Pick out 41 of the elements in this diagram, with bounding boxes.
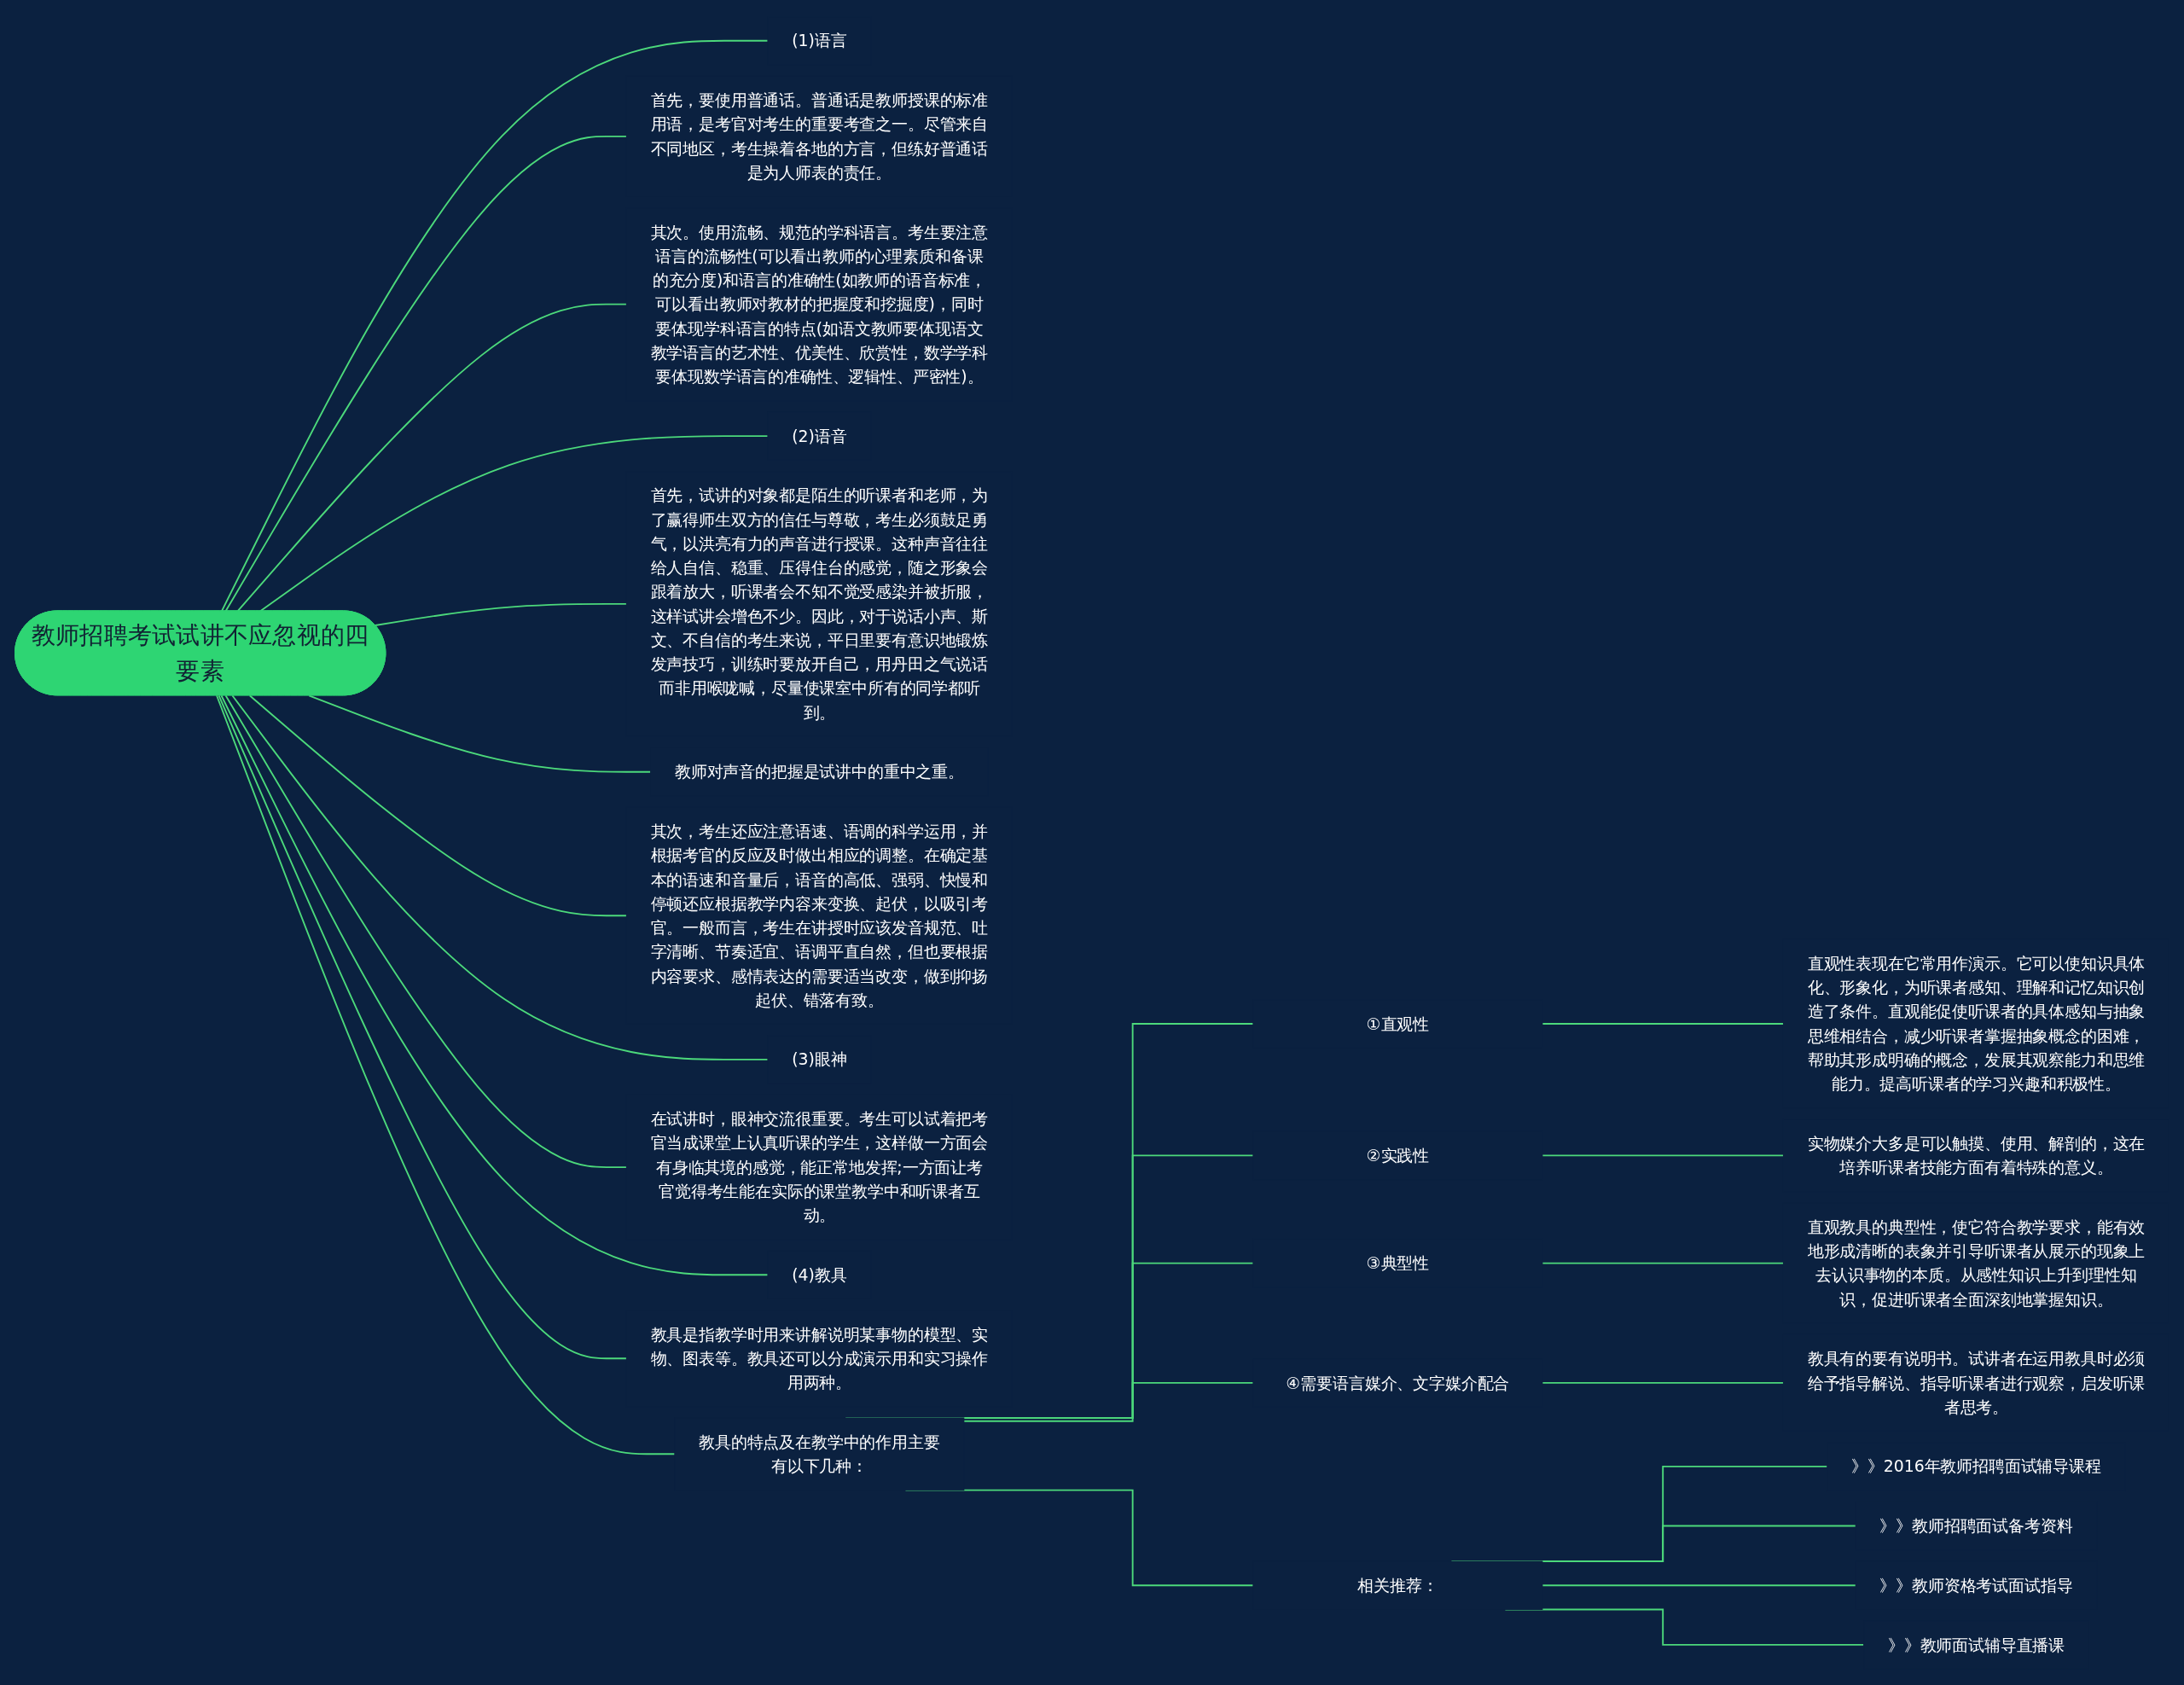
node-text: ③典型性 [1366, 1252, 1430, 1273]
node-text: 》》教师招聘面试备考资料 [1879, 1515, 2073, 1536]
connector [220, 694, 769, 1275]
connector [236, 303, 628, 612]
connector [224, 694, 628, 1168]
node-text: 首先，要使用普通话。普通话是教师授课的标准用语，是考官对考生的重要考查之一。尽管来自不同地区，考生操着各地的方言，但练好普通话是为人师表的责任。 [650, 90, 989, 183]
node-text: 在试讲时，眼神交流很重要。考生可以试着把考官当成课堂上认真听课的学生，这样做一方面会有身临其境的感觉，能正常地发挥;一方面让考官觉得考生能在实际的课堂教学中和听课者互动。 [650, 1108, 989, 1225]
connector [216, 694, 676, 1455]
connector [1542, 1154, 1785, 1156]
node-text: (4)教具 [792, 1264, 847, 1285]
node-text: 》》教师资格考试面试指导 [1879, 1575, 2073, 1595]
connector [962, 1381, 1254, 1422]
node-text: ①直观性 [1366, 1014, 1430, 1033]
connector [224, 135, 628, 612]
node-text: 其次，考生还应注意语速、语调的科学运用，并根据考官的反应及时做出相应的调整。在确定基本的语速和音量后，语音的高低、强弱、快慢和停顿还应根据教学内容来变换、起伏，以吸引考官。一般而言，考生在讲授时应该发音规范、吐字清晰、节奏适宜、语调平直自然，但也要根据内容要求、感情表达的需要适当改变，做到抑扬起伏、错落有致。 [650, 821, 989, 1010]
connector [1542, 1022, 1785, 1025]
node-text: 》》2016年教师招聘面试辅导课程 [1851, 1456, 2101, 1476]
connector [308, 694, 652, 773]
node-text: (2)语音 [792, 426, 847, 446]
node-text: ②实践性 [1366, 1145, 1430, 1165]
connector [231, 694, 769, 1060]
connector [1542, 1262, 1785, 1264]
connector [248, 694, 628, 916]
node-text: (3)眼神 [792, 1049, 847, 1069]
mind-map-drawing: 教师招聘考试试讲不应忽视的四要素 (1)语言 首先，要使用普通话。普通话是教师授课的标准用语，是考官对考生的重要考查之一。尽管来自不同地区，考生操着各地的方言，但练好普通话是为人师表的责任。 其次。使用流畅、规范的学科语言。考生要注意语言的流畅性(可以看出教师的心理素质和备课的充分度)和语言的准确性(如教师的语音标准，可以看出教师对教材的把握度和挖掘度)，同时要体现学科语言的特点(如语文教师要体现语文教学语言的艺术性、优美性、欣赏性，数学学科要体现数学语言的准确性、逻辑性、严密性)。 (2)语音 首先，试讲的对象都是陌生的听课者和老师，为了赢得师生双方的信任与尊敬，考生必须鼓足勇气，以洪亮有力的声音进行授课。这种声音往往给人自信、稳重、压得住台的感觉，随之形象会跟着放大，听课者会不知不觉受感染并被折服，这样试讲会增色不少。因此，对于说话小声、斯文、不自信的考生来说，平日里要有意识地锻炼发声技巧，训练时要放开自己，用丹田之气说话而非用喉咙喊，尽量使课室中所有的同学都听到。 教师对声音的把握是试讲中的重中之重。 其次，考生还应注意语速、语调的科学运用，并根据考官的反应及时做出相应的调整。在确定基本的语速和音量后，语音的高低、强弱、快慢和停顿还应根据教学内容来变换、起伏，以吸引考官。一般而言，考生在讲授时应该发音规范、吐字清晰、节奏适宜、语调平直自然，但也要根据内容要求、感情表达的需要适当改变，做到抑扬起伏、错落有致。 (3)眼神 在试讲时，眼神交流很重要。考生可以试着把考官当成课堂上认真听课的学生，这样做一方面会有身临其境的感觉，能正常地发挥;一方面让考官觉得考生能在实际的课堂教学中和听课者互动。 (4)教具 教具是指教学时用来讲解说明某事物的模型、实物、图表等。教具还可以分成演示用和实习操作用两种。 教具的特点及在教学中的作用主要有以下几种： ①直观性 直观性表现在它常用作演示。它可以使知识具体化、形象化，为听课者感知、理解和记忆知识创造了条件。直观能促使听课者的具体感知与抽象思维相结合，减少听课者掌握抽象概念的困难，帮助其形成明确的概念，发展其观察能力和思维能力。提高听课者的学习兴趣和积极性。 ②实践性 实物媒介大多是可以触摸、使用、解剖的，这在培养听课者技能方面有着特殊的意义。 ③典型性 直观教具的典型性，使它符合教学要求，能有效地形成清晰的表象并引导听课者从展示的现象上去认识事物的本质。从感性知识上升到理性知识，促进听课者全面深刻地掌握知识。 ④需要语言媒介、文字媒介配合 教具有的要有说明书。试讲者在运用教具时必须给予指导解说、指导听课者进行观察，启发听课者思考。 相关推荐： 》》2016年教师招聘面试辅导课程 》》教师招聘面试备考资料 》》教师资格考试面试指导 》》教师面试辅导直播课 [9, 9, 2175, 1676]
connector [1542, 1381, 1785, 1384]
connector [220, 39, 769, 612]
node-text: 实物媒介大多是可以触摸、使用、解剖的，这在培养听课者技能方面有着特殊的意义。 [1807, 1133, 2146, 1177]
node-text: 教具是指教学时用来讲解说明某事物的模型、实物、图表等。教具还可以分成演示用和实习操作用两种。 [650, 1324, 989, 1392]
node-text: 其次。使用流畅、规范的学科语言。考生要注意语言的流畅性(可以看出教师的心理素质和备课的充分度)和语言的准确性(如教师的语音标准，可以看出教师对教材的把握度和挖掘度)，同时要体现学科语言的特点(如语文教师要体现语文教学语言的艺术性、优美性、欣赏性，数学学科要体现数学语言的准确性、逻辑性、严密性)。 [650, 222, 989, 386]
node-text: 直观教具的典型性，使它符合教学要求，能有效地形成清晰的表象并引导听课者从展示的现象上去认识事物的本质。从感性知识上升到理性知识，促进听课者全面深刻地掌握知识。 [1807, 1217, 2146, 1309]
node-text: 直观性表现在它常用作演示。它可以使知识具体化、形象化，为听课者感知、理解和记忆知识创造了条件。直观能促使听课者的具体感知与抽象思维相结合，减少听课者掌握抽象概念的困难，帮助其形成明确的概念，发展其观察能力和思维能力。提高听课者的学习兴趣和积极性。 [1807, 953, 2146, 1094]
node-text: 教师对声音的把握是试讲中的重中之重。 [674, 762, 964, 781]
node-text: (1)语言 [792, 31, 847, 50]
connector [218, 694, 628, 1359]
node-text: 教具有的要有说明书。试讲者在运用教具时必须给予指导解说、指导听课者进行观察，启发听课者思考。 [1807, 1349, 2146, 1417]
node-text: 首先，试讲的对象都是陌生的听课者和老师，为了赢得师生双方的信任与尊敬，考生必须鼓足勇气，以洪亮有力的声音进行授课。这种声音往往给人自信、稳重、压得住台的感觉，随之形象会跟着放大，听课者会不知不觉受感染并被折服，这样试讲会增色不少。因此，对于说话小声、斯文、不自信的考生来说，平日里要有意识地锻炼发声技巧，训练时要放开自己，用丹田之气说话而非用喉咙喊，尽量使课室中所有的同学都听到。 [650, 485, 989, 722]
node-text: ④需要语言媒介、文字媒介配合 [1286, 1373, 1510, 1392]
node-text: 》》教师面试辅导直播课 [1887, 1635, 2065, 1654]
connector [374, 602, 628, 626]
connector [1542, 1583, 1857, 1586]
